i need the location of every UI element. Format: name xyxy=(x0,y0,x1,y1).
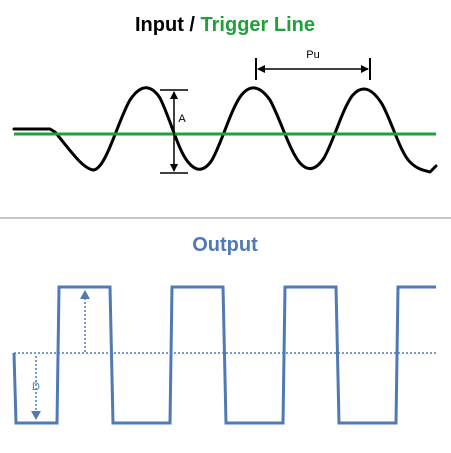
amplitude-label: A xyxy=(178,113,186,125)
period-arrow-head-left xyxy=(257,65,265,73)
title-input-word: Input xyxy=(135,14,184,36)
duty-dotted-arrow-head xyxy=(31,411,41,420)
title-trigger-word: Trigger Line xyxy=(201,14,315,36)
period-label: Pu xyxy=(306,49,319,61)
output-waveform xyxy=(12,285,436,425)
title-separator: / xyxy=(184,14,201,36)
duty-label: D xyxy=(32,381,40,393)
amplitude-arrow-head-top xyxy=(170,91,178,99)
amplitude-arrow-head-bottom xyxy=(170,164,178,172)
input-waveform xyxy=(12,86,438,174)
period-arrow-head-right xyxy=(361,65,369,73)
input-panel-title: Input / Trigger Line xyxy=(135,14,315,36)
output-panel-title: Output xyxy=(192,234,258,256)
upper-dotted-arrow-head xyxy=(80,290,90,299)
